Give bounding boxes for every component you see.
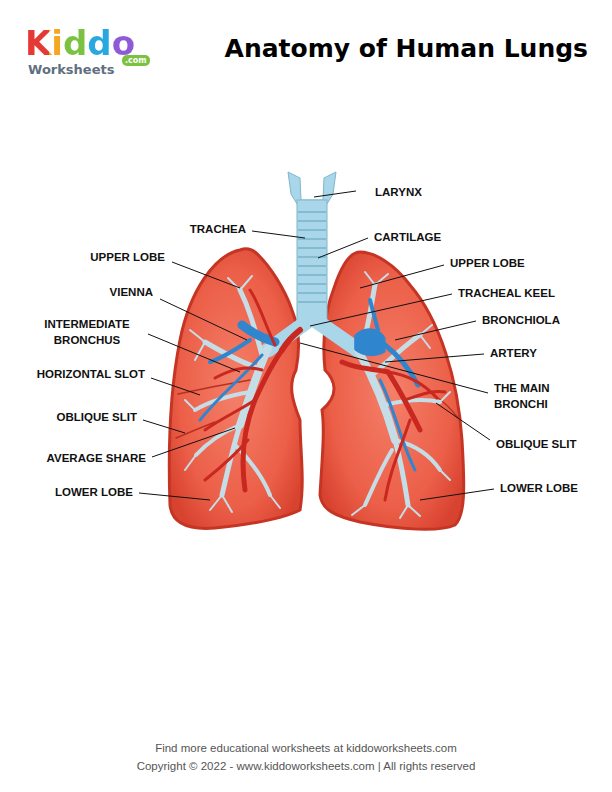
part-label: CARTILAGE <box>374 230 441 246</box>
part-label: LOWER LOBE <box>55 485 133 501</box>
leader-line <box>148 334 240 372</box>
bronchiole <box>185 276 280 512</box>
bronchus <box>365 450 392 505</box>
leader-line <box>436 403 490 440</box>
leader-line <box>420 489 494 500</box>
part-label: TRACHEA <box>190 222 246 238</box>
ring <box>298 220 326 222</box>
veins <box>200 300 418 470</box>
footer-note: Find more educational worksheets at kidd… <box>0 742 612 754</box>
larynx-shape <box>288 172 336 204</box>
part-label: LOWER LOBE <box>500 481 578 497</box>
artery <box>385 420 410 500</box>
part-label: THE MAIN BRONCHI <box>494 381 572 412</box>
part-label: ARTERY <box>490 346 537 362</box>
artery <box>388 372 437 398</box>
artery <box>282 330 300 350</box>
part-label: OBLIQUE SLIT <box>57 410 138 426</box>
leader-line <box>310 294 452 326</box>
ring <box>298 292 326 294</box>
ring <box>298 211 326 213</box>
footer-copyright: Copyright © 2022 - www.kiddoworksheets.c… <box>0 760 612 772</box>
leader-line <box>152 428 235 457</box>
part-label: TRACHEAL KEEL <box>458 286 555 302</box>
main-bronchi <box>268 318 358 350</box>
leader-line <box>139 493 210 500</box>
leader-line <box>318 238 368 258</box>
logo-word: Kiddo <box>25 26 135 60</box>
bronchus <box>385 400 440 405</box>
left-lung <box>169 249 302 529</box>
leader-line <box>172 262 240 288</box>
part-label: BRONCHIOLA <box>482 313 560 329</box>
part-label: OBLIQUE SLIT <box>496 437 577 453</box>
ring <box>298 283 326 285</box>
vein <box>210 340 250 362</box>
arteries <box>205 290 445 500</box>
artery <box>250 290 275 345</box>
leader-line <box>160 299 247 340</box>
bronchus <box>222 425 240 495</box>
ring <box>298 274 326 276</box>
bronchus <box>205 342 258 368</box>
trachea-tube <box>297 200 327 322</box>
vein <box>370 300 378 330</box>
leader-line <box>151 378 200 395</box>
left-horizontal-fissure <box>178 380 250 394</box>
ring <box>298 301 326 303</box>
bronchus <box>196 425 240 455</box>
logo-subword: Worksheets <box>28 62 114 77</box>
part-label: VIENNA <box>110 285 153 301</box>
leader-line <box>143 420 185 433</box>
logo-badge: .com <box>122 55 150 66</box>
ring <box>298 229 326 231</box>
part-label: UPPER LOBE <box>90 250 165 266</box>
page-title: Anatomy of Human Lungs <box>225 34 588 63</box>
part-label: UPPER LOBE <box>450 256 525 272</box>
part-label: LARYNX <box>375 185 422 201</box>
right-lung <box>320 252 464 529</box>
artery <box>215 368 262 378</box>
vein-block <box>355 329 385 356</box>
leader-line <box>314 191 356 197</box>
ring <box>298 247 326 249</box>
leader-line <box>395 321 476 340</box>
part-label: INTERMEDIATE BRONCHUS <box>28 317 146 348</box>
trachea <box>268 172 358 350</box>
leader-line <box>360 265 444 288</box>
part-label: HORIZONTAL SLOT <box>37 367 145 383</box>
leader-line <box>252 231 305 238</box>
leader-lines <box>139 191 494 500</box>
leader-line <box>385 354 484 362</box>
artery <box>405 392 445 400</box>
artery <box>205 400 255 430</box>
ring <box>298 265 326 267</box>
leader-line <box>300 343 488 393</box>
fissures <box>176 380 458 438</box>
artery <box>205 440 248 480</box>
bronchial-tree <box>185 272 450 518</box>
bronchus <box>235 445 270 495</box>
part-label: AVERAGE SHARE <box>47 451 146 467</box>
left-oblique-fissure <box>176 422 215 438</box>
ring <box>298 238 326 240</box>
